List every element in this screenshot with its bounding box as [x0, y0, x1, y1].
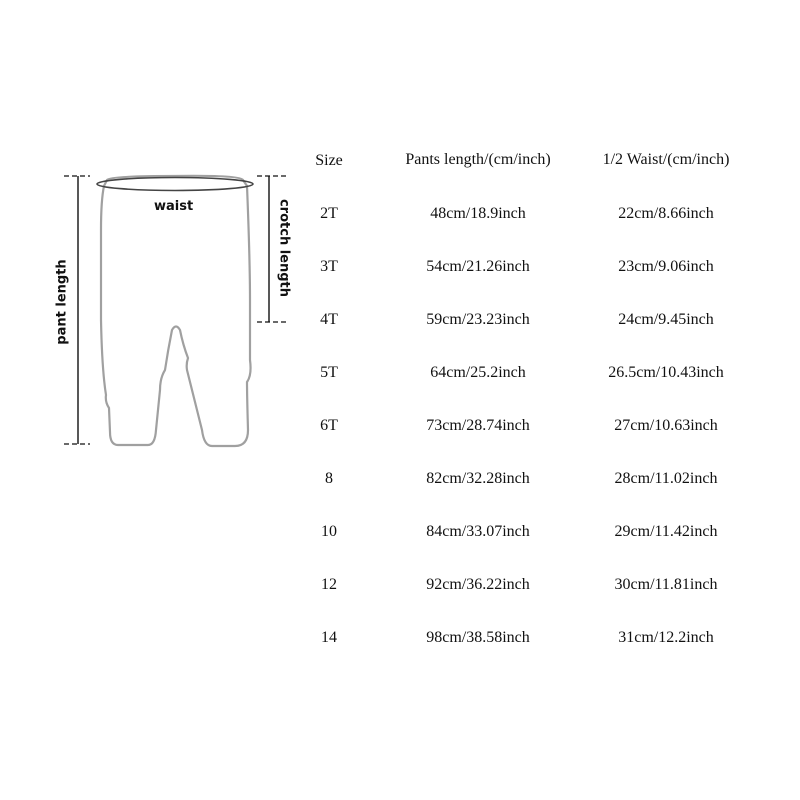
size-cell: 3T: [320, 258, 338, 275]
half-waist-cell: 28cm/11.02inch: [614, 470, 718, 487]
header-pants-length: Pants length/(cm/inch): [405, 151, 551, 168]
pants-length-cell: 84cm/33.07inch: [426, 523, 530, 540]
size-cell: 6T: [320, 417, 338, 434]
header-size: Size: [315, 152, 343, 169]
size-cell: 14: [321, 629, 337, 646]
header-half-waist: 1/2 Waist/(cm/inch): [602, 151, 730, 168]
pants-length-cell: 82cm/32.28inch: [426, 470, 530, 487]
half-waist-cell: 22cm/8.66inch: [618, 205, 714, 222]
waist-label: waist: [154, 199, 194, 214]
half-waist-cell: 30cm/11.81inch: [614, 576, 718, 593]
half-waist-cell: 26.5cm/10.43inch: [608, 364, 724, 381]
half-waist-cell: 23cm/9.06inch: [618, 258, 714, 275]
size-cell: 10: [321, 523, 337, 540]
pant-length-label: pant length: [54, 259, 70, 345]
pants-outline-icon: [64, 174, 286, 448]
half-waist-cell: 31cm/12.2inch: [618, 629, 714, 646]
size-cell: 12: [321, 576, 337, 593]
size-cell: 4T: [320, 311, 338, 328]
size-cell: 2T: [320, 205, 338, 222]
size-chart-table: Size Pants length/(cm/inch) 1/2 Waist/(c…: [300, 0, 800, 800]
pants-length-cell: 54cm/21.26inch: [426, 258, 530, 275]
pants-length-cell: 59cm/23.23inch: [426, 311, 530, 328]
size-cell: 5T: [320, 364, 338, 381]
pants-length-cell: 48cm/18.9inch: [430, 205, 526, 222]
half-waist-cell: 24cm/9.45inch: [618, 311, 714, 328]
half-waist-cell: 29cm/11.42inch: [614, 523, 718, 540]
pants-length-cell: 92cm/36.22inch: [426, 576, 530, 593]
crotch-length-label: crotch length: [276, 198, 292, 298]
pants-length-cell: 73cm/28.74inch: [426, 417, 530, 434]
half-waist-cell: 27cm/10.63inch: [614, 417, 718, 434]
pants-length-cell: 98cm/38.58inch: [426, 629, 530, 646]
pants-length-cell: 64cm/25.2inch: [430, 364, 526, 381]
pants-measurement-diagram: waist pant length crotch length: [0, 0, 300, 500]
size-cell: 8: [325, 470, 333, 487]
